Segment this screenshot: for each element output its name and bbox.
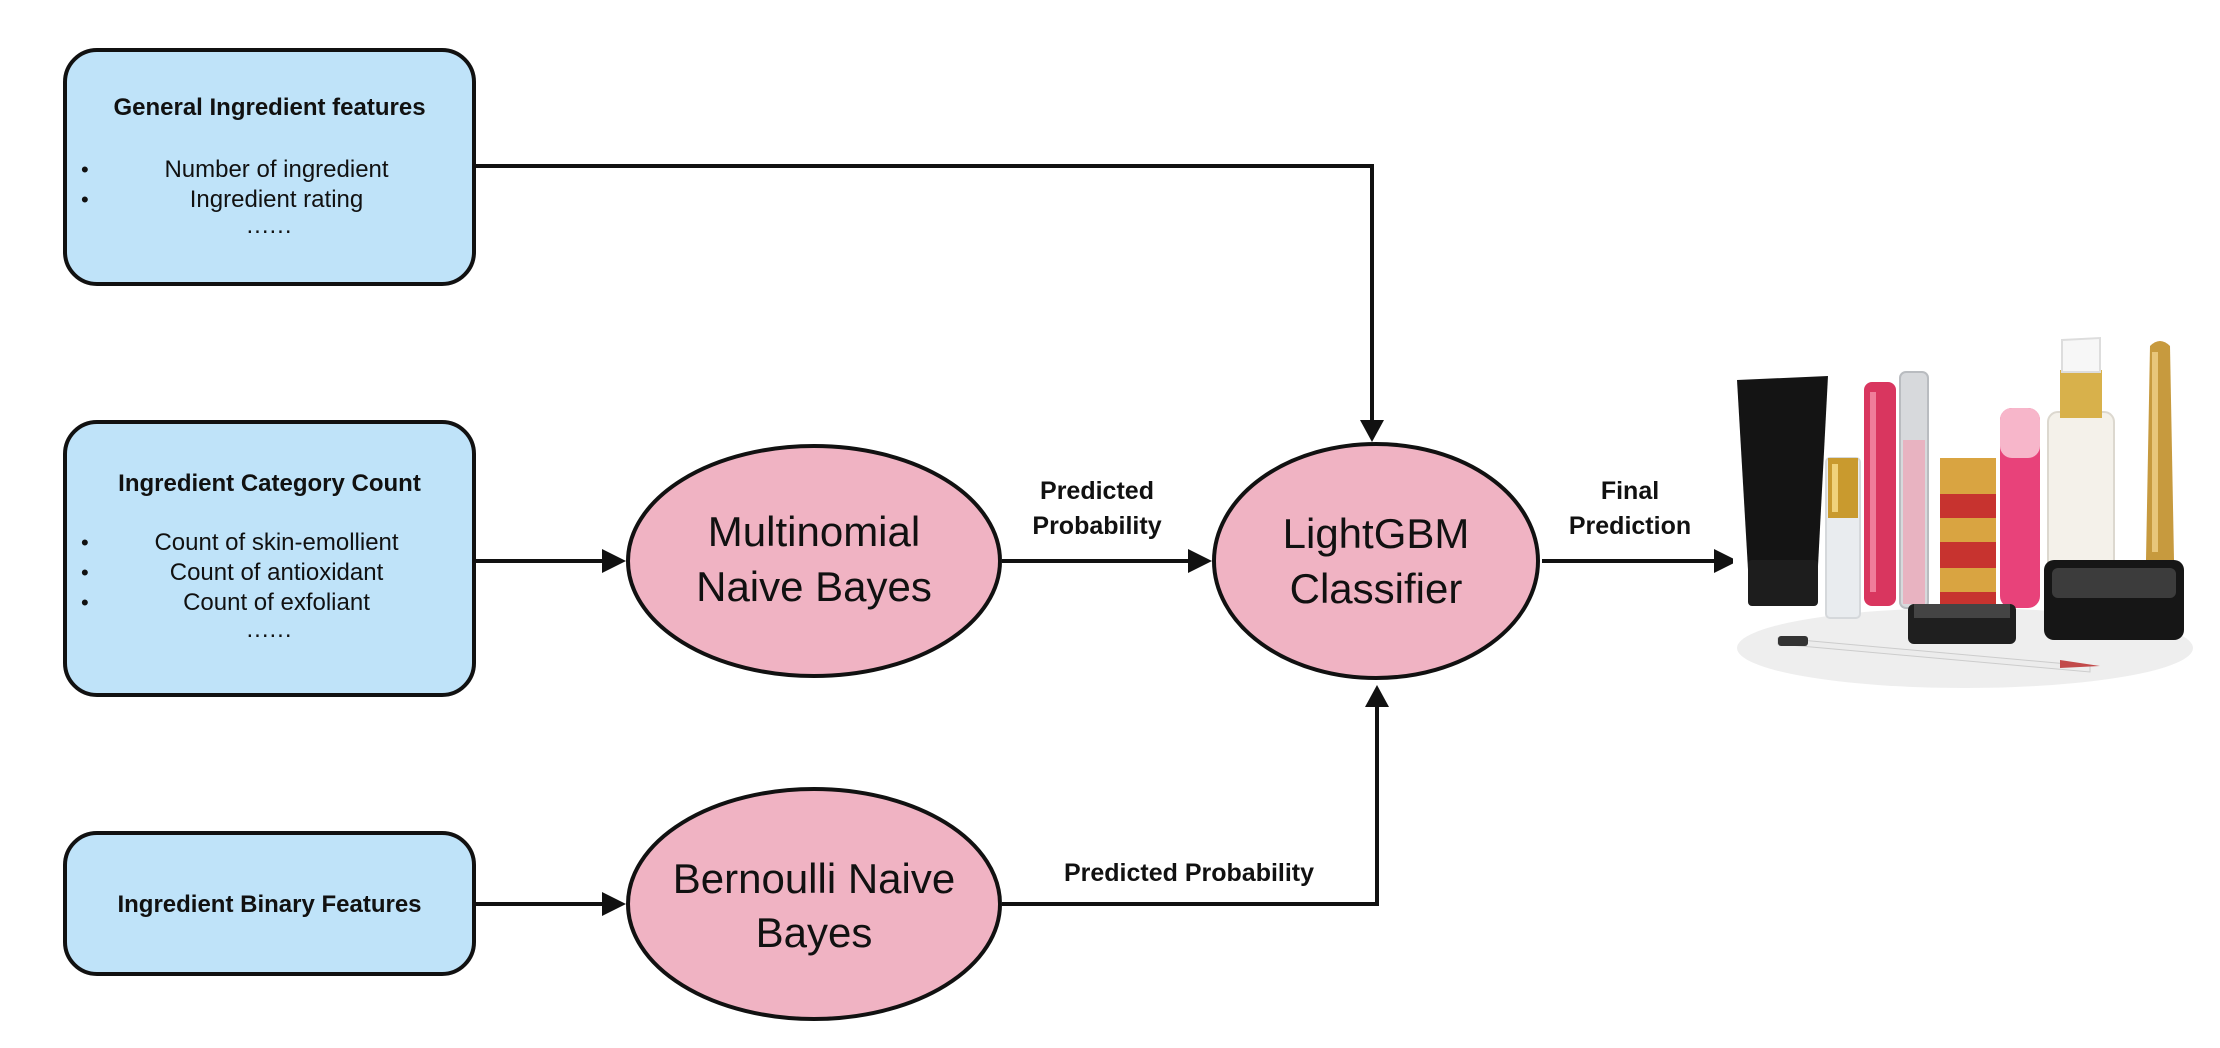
lightgbm-label-line2: Classifier — [1290, 565, 1463, 612]
multinomial-nb-label-line2: Naive Bayes — [696, 563, 932, 610]
arrowhead-lightgbm-to-output — [1714, 549, 1738, 573]
edge-label-final-line2: Prediction — [1569, 512, 1691, 540]
edge-bernoulli-to-lightgbm — [1002, 705, 1379, 906]
arrowhead-category-to-multinomial — [602, 549, 626, 573]
edge-label-final-line1: Final — [1601, 477, 1659, 505]
list-item: •Count of skin-emollient — [81, 529, 399, 556]
ingredient-binary-features-title: Ingredient Binary Features — [117, 891, 422, 918]
list-item: •Count of exfoliant — [81, 589, 370, 616]
cosmetics-products-image — [1733, 328, 2195, 690]
bernoulli-nb-label-line1: Bernoulli Naive — [673, 855, 955, 902]
bernoulli-nb-node: Bernoulli Naive Bayes — [626, 787, 1002, 1021]
arrowhead-binary-to-bernoulli — [602, 892, 626, 916]
edge-general-to-lightgbm — [476, 164, 1374, 420]
general-ingredient-features-list: •Number of ingredient •Ingredient rating — [81, 155, 472, 215]
list-item-text: Ingredient rating — [189, 186, 364, 213]
arrowhead-multinomial-to-lightgbm — [1188, 549, 1212, 573]
edge-label-mnb-line1: Predicted — [1040, 477, 1154, 505]
lightgbm-label-line1: LightGBM — [1283, 510, 1470, 557]
list-item-text: Number of ingredient — [164, 156, 389, 183]
ingredient-category-count-ellipsis: ...... — [246, 616, 293, 643]
list-item: •Number of ingredient — [81, 156, 389, 183]
arrowhead-bernoulli-to-lightgbm — [1365, 685, 1389, 707]
ingredient-binary-features-box: Ingredient Binary Features — [63, 831, 476, 976]
list-item: •Ingredient rating — [81, 186, 364, 213]
lightgbm-node: LightGBM Classifier — [1212, 442, 1540, 680]
ingredient-category-count-list: •Count of skin-emollient •Count of antio… — [81, 528, 472, 618]
general-ingredient-features-ellipsis: ...... — [246, 212, 293, 239]
general-ingredient-features-box: General Ingredient features •Number of i… — [63, 48, 476, 286]
list-item-text: Count of antioxidant — [169, 559, 384, 586]
multinomial-nb-node: Multinomial Naive Bayes — [626, 444, 1002, 678]
edge-label-bnb: Predicted Probability — [1064, 859, 1314, 887]
list-item: •Count of antioxidant — [81, 559, 384, 586]
multinomial-nb-label-line1: Multinomial — [708, 508, 920, 555]
general-ingredient-features-title: General Ingredient features — [113, 94, 426, 121]
list-item-text: Count of skin-emollient — [154, 529, 399, 556]
edge-label-mnb-line2: Probability — [1032, 512, 1161, 540]
ingredient-category-count-box: Ingredient Category Count •Count of skin… — [63, 420, 476, 697]
arrowhead-general-to-lightgbm — [1360, 420, 1384, 442]
bernoulli-nb-label-line2: Bayes — [756, 909, 873, 956]
list-item-text: Count of exfoliant — [183, 589, 370, 616]
ingredient-category-count-title: Ingredient Category Count — [118, 470, 421, 497]
